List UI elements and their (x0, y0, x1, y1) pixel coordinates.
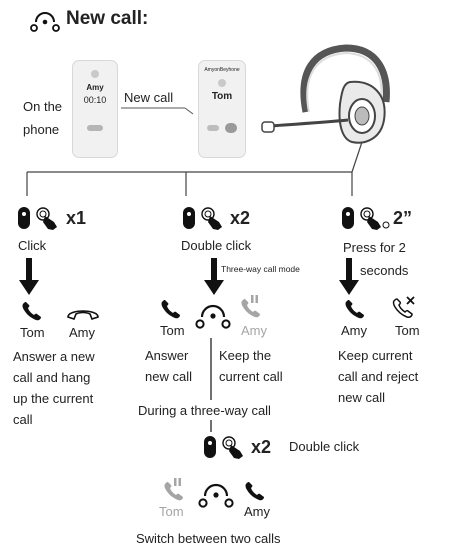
middle-keep-description: Keep the current call (219, 348, 283, 384)
switch-calls-label: Switch between two calls (136, 531, 281, 546)
phone-current-call: Amy 00:10 (72, 60, 118, 158)
down-arrow-icon (19, 258, 39, 295)
phone2-top-text: AmyonBeyhone (204, 67, 240, 73)
page-title: New call: (66, 8, 149, 29)
phone-answer-icon (22, 302, 41, 321)
down-arrow-icon (339, 258, 359, 295)
middle-answer-description: Answer new call (145, 348, 192, 384)
left-action-label: Click (18, 238, 47, 253)
contact-avatar-icon (218, 79, 226, 87)
three-way-count: x2 (251, 437, 272, 457)
left-description: Answer a new call and hang up the curren… (13, 349, 95, 427)
phone-incoming-call: AmyonBeyhone Tom (198, 60, 246, 158)
call-hold-icon (241, 295, 260, 318)
new-call-arrow (121, 107, 194, 115)
right-icon-label-2: Tom (395, 323, 420, 338)
headset-button-press-icon (18, 207, 57, 230)
phone-answer-icon (245, 482, 264, 501)
middle-count: x2 (230, 208, 251, 228)
phone-answer-icon (161, 300, 180, 319)
three-way-call-label: During a three-way call (138, 403, 271, 418)
headset-button-press-icon (342, 207, 390, 230)
branch-connector (26, 141, 363, 196)
middle-divider (210, 338, 212, 400)
phone-hang-up-icon (67, 310, 99, 320)
right-action-label: Press for 2 seconds (343, 240, 409, 278)
phone2-caller-name: Tom (211, 91, 233, 102)
three-way-action-label: Double click (289, 439, 360, 454)
accept-icon (225, 123, 237, 133)
phone-answer-icon (345, 300, 364, 319)
hang-up-icon (87, 125, 103, 131)
three-way-icon-label-2: Amy (244, 504, 270, 519)
three-way-call-icon (30, 12, 60, 32)
headset-button-press-icon (183, 207, 222, 230)
three-way-connector (210, 420, 212, 432)
headset-image (261, 44, 390, 144)
left-count: x1 (66, 208, 87, 228)
contact-avatar-icon (91, 70, 99, 78)
left-icon-label-2: Amy (69, 325, 95, 340)
middle-action-label: Double click (181, 238, 252, 253)
three-way-call-icon (198, 483, 234, 508)
down-arrow-icon (204, 258, 224, 295)
three-way-call-icon (195, 304, 231, 329)
left-icon-label-1: Tom (20, 325, 45, 340)
call-hold-icon (164, 478, 183, 501)
phone1-call-timer: 00:10 (83, 95, 107, 105)
on-the-phone-label: On the phone (23, 99, 63, 137)
middle-icon-label-1: Tom (160, 323, 185, 338)
decline-icon (207, 125, 219, 131)
phone1-caller-name: Amy (86, 83, 104, 92)
right-description: Keep current call and reject new call (338, 348, 419, 405)
right-icon-label-1: Amy (341, 323, 367, 338)
three-way-icon-label-1: Tom (159, 504, 184, 519)
headset-button-press-icon (204, 436, 243, 459)
middle-icon-label-2: Amy (241, 323, 267, 338)
three-way-mode-label: Three-way call mode (221, 264, 300, 274)
new-call-arrow-label: New call (124, 90, 174, 105)
right-count: 2” (393, 208, 413, 228)
call-rejected-icon (392, 296, 415, 318)
